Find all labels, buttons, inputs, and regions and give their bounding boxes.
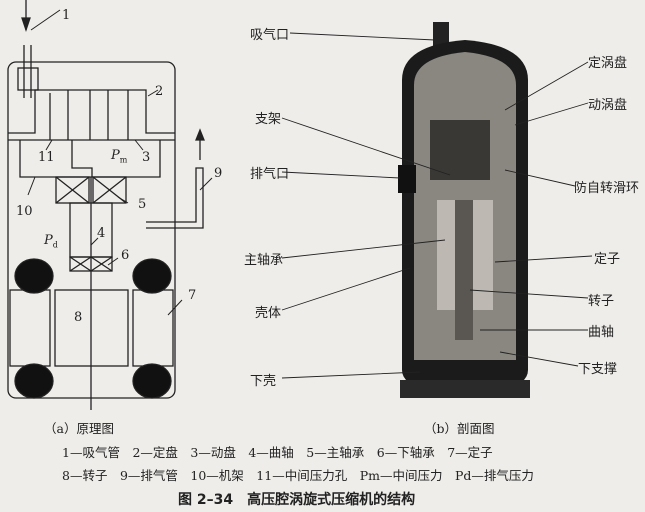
label-shell: 壳体 — [255, 306, 282, 321]
label-fixed-scroll: 定涡盘 — [588, 56, 628, 71]
pm-symbol: P — [111, 148, 120, 163]
schematic-label-8: 8 — [74, 310, 83, 325]
label-oldham-ring: 防自转滑环 — [574, 181, 640, 196]
caption-b: （b）剖面图 — [424, 421, 495, 436]
figure-title: 图 2–34 高压腔涡旋式压缩机的结构 — [178, 492, 416, 508]
label-lower-support: 下支撑 — [578, 362, 618, 377]
schematic-label-2: 2 — [155, 84, 164, 99]
label-lower-shell: 下壳 — [250, 374, 277, 389]
legend-line-2: 8—转子 9—排气管 10—机架 11—中间压力孔 Pm—中间压力 Pd—排气压… — [62, 468, 534, 483]
label-main-bearing: 主轴承 — [244, 253, 284, 268]
schematic-label-7: 7 — [188, 288, 197, 303]
label-orbiting-scroll: 动涡盘 — [588, 98, 628, 113]
label-rotor: 转子 — [588, 294, 615, 309]
schematic-label-4: 4 — [97, 226, 106, 241]
legend-line-1: 1—吸气管 2—定盘 3—动盘 4—曲轴 5—主轴承 6—下轴承 7—定子 — [62, 445, 493, 460]
pd-symbol: P — [44, 233, 53, 248]
compressor-cutaway — [398, 22, 530, 398]
schematic-label-3: 3 — [142, 150, 151, 165]
schematic-label-6: 6 — [121, 248, 130, 263]
label-discharge-port: 排气口 — [250, 167, 290, 182]
schematic-label-5: 5 — [138, 197, 147, 212]
schematic-label-1: 1 — [62, 8, 71, 23]
pd-label: Pd — [44, 233, 58, 250]
schematic-label-10: 10 — [16, 204, 33, 219]
caption-a: （a）原理图 — [44, 421, 114, 436]
label-crankshaft: 曲轴 — [588, 325, 615, 340]
schematic-label-9: 9 — [214, 166, 223, 181]
label-suction-port: 吸气口 — [250, 28, 290, 43]
leader-lines — [281, 32, 593, 379]
label-stator: 定子 — [594, 252, 621, 267]
pm-subscript: m — [119, 155, 128, 165]
schematic-label-11: 11 — [38, 150, 55, 165]
schematic-diagram — [7, 0, 213, 410]
label-frame: 支架 — [255, 112, 282, 127]
pm-label: Pm — [111, 148, 127, 165]
pd-subscript: d — [52, 240, 58, 250]
